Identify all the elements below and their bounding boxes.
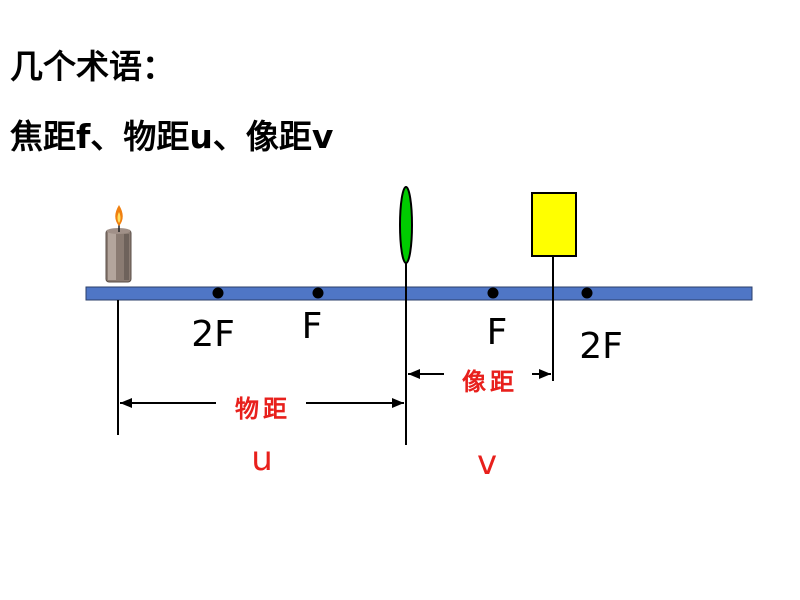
point-f-image-side xyxy=(487,287,499,299)
section-title: 几个术语： xyxy=(10,47,175,86)
convex-lens-icon xyxy=(399,186,413,264)
optical-axis xyxy=(85,286,753,301)
point-f-object-side xyxy=(312,287,324,299)
terms-line: 焦距f、物距u、像距v xyxy=(10,117,334,156)
object-distance-label: 物距 xyxy=(235,395,291,423)
label-2f-image-side: 2F xyxy=(579,326,623,367)
object-distance-symbol: u xyxy=(251,439,273,479)
point-2f-object-side xyxy=(212,287,224,299)
candle-icon xyxy=(105,205,132,283)
label-f-image-side: F xyxy=(487,312,508,353)
image-distance-label: 像距 xyxy=(462,368,518,396)
point-2f-image-side xyxy=(581,287,593,299)
label-2f-object-side: 2F xyxy=(191,314,235,355)
label-f-object-side: F xyxy=(302,306,323,347)
image-distance-symbol: v xyxy=(477,443,497,483)
image-screen-icon xyxy=(531,192,577,257)
